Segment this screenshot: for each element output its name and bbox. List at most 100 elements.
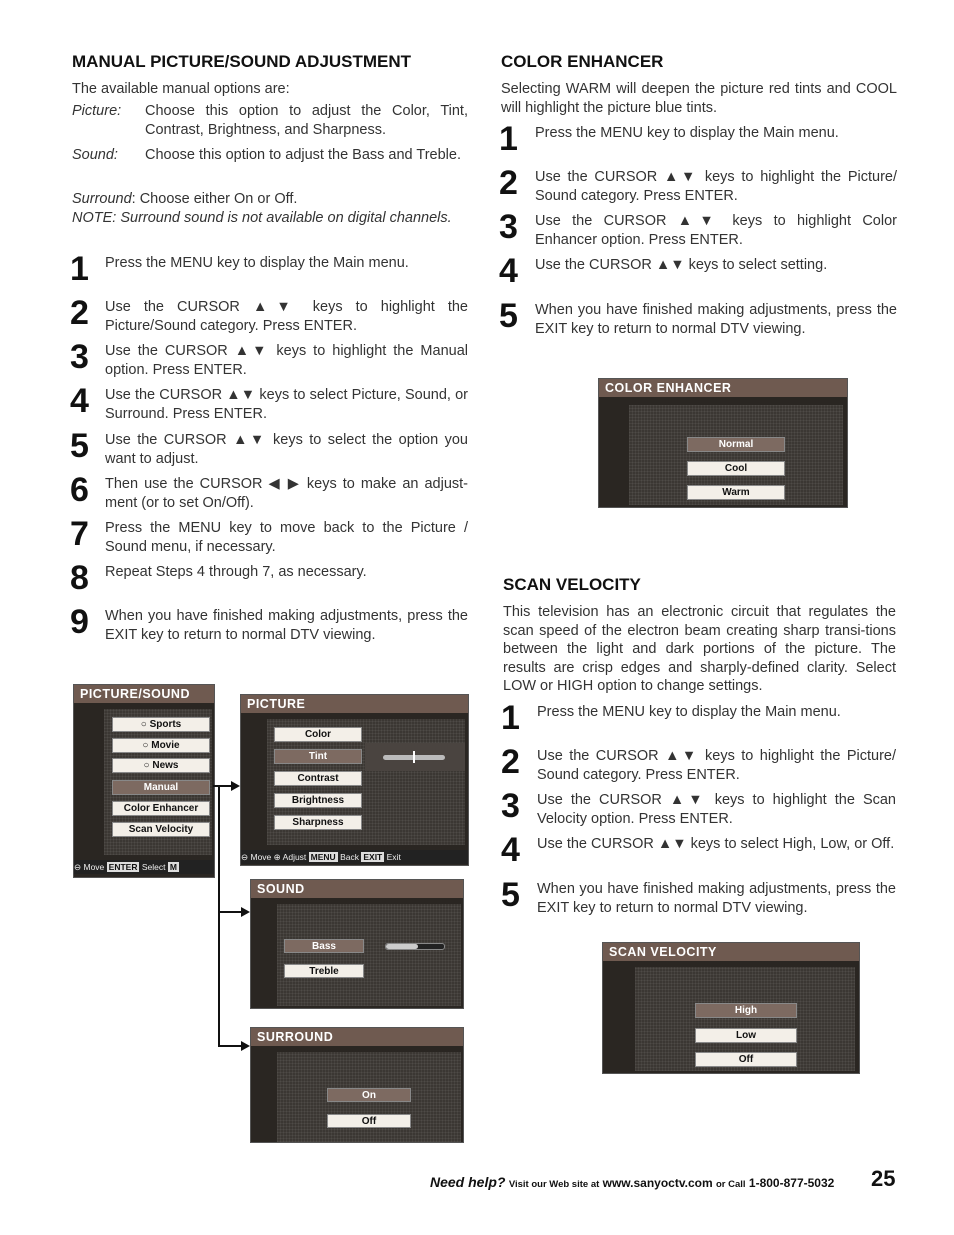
status-back: Back: [340, 852, 359, 862]
radio-icon: ○: [143, 760, 153, 771]
color-enhancer-intro: Selecting WARM will deepen the picture r…: [501, 81, 897, 116]
step-text: Use the CURSOR ▲▼ keys to select High, L…: [537, 836, 895, 852]
step-number: 4: [501, 831, 520, 869]
bass-slider[interactable]: [385, 943, 445, 950]
color-enhancer-heading: COLOR ENHANCER: [501, 52, 664, 71]
connector-line: [218, 785, 220, 1047]
manual-intro: The available manual options are:: [72, 81, 290, 97]
option-text: Choose this option to adjust the Bass an…: [145, 147, 461, 163]
menu-option-on[interactable]: On: [327, 1088, 411, 1102]
menu-option-bass[interactable]: Bass: [284, 939, 364, 953]
step-number: 4: [499, 252, 518, 290]
option-text: Choose this option to adjust the Color, …: [145, 103, 468, 138]
menu-option-sports[interactable]: ○ Sports: [112, 717, 210, 732]
step-text: When you have finished making adjustment…: [537, 881, 896, 916]
step-text: Press the MENU key to display the Main m…: [535, 125, 839, 141]
step-number: 2: [70, 294, 89, 332]
status-select: Select: [141, 862, 166, 872]
screen-title: SOUND: [251, 880, 463, 898]
tint-slider-knob[interactable]: [413, 751, 415, 763]
menu-option-brightness[interactable]: Brightness: [274, 793, 362, 808]
screen-title: PICTURE: [241, 695, 468, 713]
step-number: 9: [70, 603, 89, 641]
menu-option-off[interactable]: Off: [327, 1114, 411, 1128]
step-text: Use the CURSOR ▲▼ keys to highlight the …: [537, 792, 896, 827]
scan-velocity-intro: This television has an electronic circui…: [503, 604, 896, 694]
step-number: 4: [70, 382, 89, 420]
menu-option-low[interactable]: Low: [695, 1028, 797, 1043]
radio-icon: ○: [142, 740, 152, 751]
website-link[interactable]: www.sanyoctv.com: [602, 1176, 713, 1190]
tint-slider[interactable]: [383, 751, 445, 763]
step-text: Press the MENU key to display the Main m…: [105, 255, 409, 271]
step-text: Repeat Steps 4 through 7, as necessary.: [105, 564, 367, 580]
manual-adjustment-heading: MANUAL PICTURE/SOUND ADJUSTMENT: [72, 52, 412, 71]
connector-line: [218, 785, 232, 787]
bass-slider-fill: [386, 944, 418, 949]
screen-title: COLOR ENHANCER: [599, 379, 847, 397]
exit-key-badge: EXIT: [361, 852, 385, 862]
screen-title: SCAN VELOCITY: [603, 943, 859, 961]
option-picture: Picture: Choose this option to adjust th…: [72, 102, 468, 140]
connector-line: [213, 785, 219, 787]
menu-option-movie[interactable]: ○ Movie: [112, 738, 210, 753]
menu-option-high[interactable]: High: [695, 1003, 797, 1018]
step-number: 5: [501, 876, 520, 914]
step-text: Press the MENU key to display the Main m…: [537, 704, 841, 720]
scan-velocity-screen: SCAN VELOCITY High Low Off: [602, 942, 860, 1074]
arrow-right-icon: [241, 907, 250, 917]
menu-option-label: Sports: [149, 719, 182, 730]
menu-option-normal[interactable]: Normal: [687, 437, 785, 452]
step-text: When you have finished making adjustment…: [535, 302, 897, 337]
arrow-right-icon: [241, 1041, 250, 1051]
screen-panel: [277, 904, 461, 1006]
status-exit: Exit: [386, 852, 401, 862]
menu-option-color-enhancer[interactable]: Color Enhancer: [112, 801, 210, 816]
connector-line: [218, 911, 242, 913]
step-number: 1: [499, 120, 518, 158]
picture-sound-screen: PICTURE/SOUND ○ Sports ○ Movie ○ News Ma…: [73, 684, 215, 878]
menu-option-tint[interactable]: Tint: [274, 749, 362, 764]
option-label: Picture:: [72, 103, 122, 119]
menu-option-label: Movie: [151, 740, 180, 751]
menu-option-cool[interactable]: Cool: [687, 461, 785, 476]
picture-screen: PICTURE Color Tint Contrast Brightness S…: [240, 694, 469, 866]
step-text: Use the CURSOR ▲▼ keys to highlight the …: [105, 343, 468, 378]
scan-velocity-heading: SCAN VELOCITY: [503, 575, 641, 594]
step-text: Press the MENU key to move back to the P…: [105, 520, 468, 555]
step-text: Use the CURSOR ▲▼ keys to highlight the …: [537, 748, 896, 783]
menu-option-scan-velocity[interactable]: Scan Velocity: [112, 822, 210, 837]
step-text: Use the CURSOR ▲▼ keys to highlight the …: [535, 169, 897, 204]
option-surround: Surround: Choose either On or Off.: [72, 190, 468, 209]
step-number: 6: [70, 471, 89, 509]
menu-option-manual[interactable]: Manual: [112, 780, 210, 795]
menu-option-contrast[interactable]: Contrast: [274, 771, 362, 786]
step-number: 2: [501, 743, 520, 781]
step-number: 1: [501, 699, 520, 737]
phone-number: 1-800-877-5032: [748, 1176, 835, 1190]
status-adjust: Adjust: [282, 852, 307, 862]
menu-option-sharpness[interactable]: Sharpness: [274, 815, 362, 830]
step-number: 5: [499, 297, 518, 335]
step-number: 3: [501, 787, 520, 825]
screen-title: SURROUND: [251, 1028, 463, 1046]
menu-option-color[interactable]: Color: [274, 727, 362, 742]
menu-option-off[interactable]: Off: [695, 1052, 797, 1067]
step-text: Use the CURSOR ▲▼ keys to select the opt…: [105, 432, 468, 467]
radio-icon: ○: [140, 719, 150, 730]
status-move: Move: [83, 862, 105, 872]
page-number: 25: [871, 1166, 896, 1191]
move-icon: ⊖: [241, 852, 251, 862]
step-number: 3: [499, 208, 518, 246]
option-label: Sound:: [72, 147, 118, 163]
visit-text: Visit our Web site at: [508, 1179, 600, 1190]
step-text: Use the CURSOR ▲▼ keys to highlight Colo…: [535, 213, 897, 248]
step-text: Then use the CURSOR ◀ ▶ keys to make an …: [105, 476, 468, 511]
menu-option-news[interactable]: ○ News: [112, 758, 210, 773]
or-call-text: or Call: [716, 1179, 746, 1190]
menu-option-warm[interactable]: Warm: [687, 485, 785, 500]
need-help-text: Need help?: [430, 1174, 506, 1190]
step-number: 7: [70, 515, 89, 553]
menu-option-treble[interactable]: Treble: [284, 964, 364, 978]
step-number: 3: [70, 338, 89, 376]
